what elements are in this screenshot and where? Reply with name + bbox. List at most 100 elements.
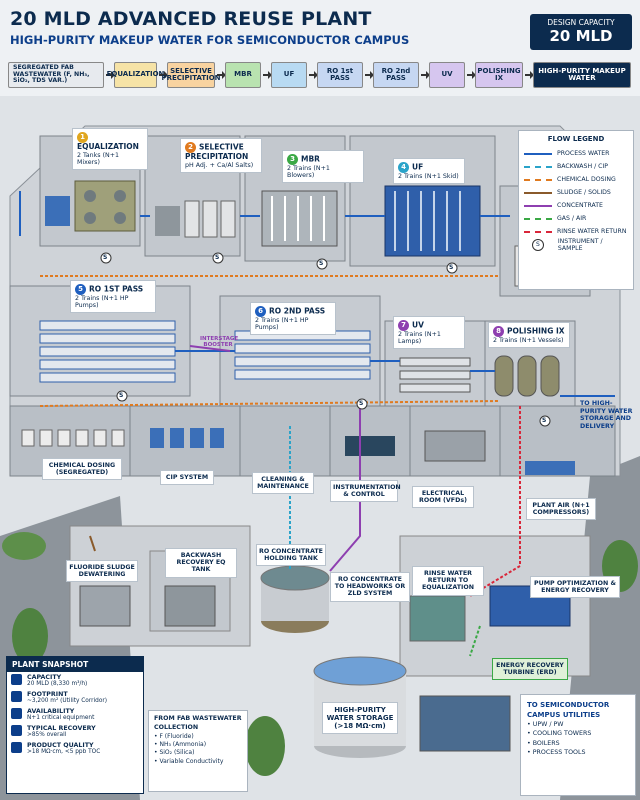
plant-air-label: PLANT AIR (N+1 COMPRESSORS) bbox=[526, 498, 596, 521]
recovery-icon bbox=[11, 724, 22, 736]
flow-legend: FLOW LEGEND PROCESS WATER BACKWASH / CIP… bbox=[518, 130, 634, 290]
unit-detail: 2 Trains (N+1 HP Pumps) bbox=[75, 295, 129, 310]
page-subtitle: HIGH-PURITY MAKEUP WATER FOR SEMICONDUCT… bbox=[10, 33, 410, 47]
unit-name: SELECTIVE PRECIPITATION bbox=[185, 142, 249, 161]
instrument-symbol: S bbox=[119, 392, 124, 399]
flow-stage-ro2: RO 2nd PASS bbox=[373, 62, 419, 88]
unit-detail: 2 Tanks (N+1 Mixers) bbox=[77, 151, 120, 166]
flow-stage-ro1: RO 1st PASS bbox=[317, 62, 363, 88]
interstage-booster-label: INTERSTAGE BOOSTER bbox=[200, 336, 239, 349]
unit-name: MBR bbox=[301, 154, 320, 164]
campus-utilities-panel: TO SEMICONDUCTOR CAMPUS UTILITIES • UPW … bbox=[520, 694, 636, 796]
snapshot-item: TYPICAL RECOVERY>85% overall bbox=[7, 723, 143, 740]
unit-number: 7 bbox=[398, 320, 409, 331]
capacity-icon bbox=[11, 674, 22, 685]
erd-label: ENERGY RECOVERY TURBINE (ERD) bbox=[492, 658, 568, 681]
campus-item: • BOILERS bbox=[527, 739, 560, 747]
campus-item: • COOLING TOWERS bbox=[527, 730, 592, 738]
legend-item: GAS / AIR bbox=[524, 212, 628, 225]
instrument-symbol: S bbox=[215, 254, 220, 261]
availability-icon bbox=[11, 707, 22, 719]
unit-name: UF bbox=[412, 162, 424, 172]
campus-item: • PROCESS TOOLS bbox=[527, 748, 586, 756]
instrument-symbol: S bbox=[359, 400, 364, 407]
flow-stage-uv: UV bbox=[429, 62, 465, 88]
quality-icon bbox=[11, 741, 22, 753]
instrument-symbol: S bbox=[103, 254, 108, 261]
fab-water-title: FROM FAB WASTEWATER COLLECTION bbox=[154, 715, 242, 731]
flow-arrow bbox=[467, 71, 476, 79]
campus-title: TO SEMICONDUCTOR CAMPUS UTILITIES bbox=[527, 701, 610, 720]
ro-concentrate-tank-label: RO CONCENTRATE HOLDING TANK bbox=[256, 544, 326, 567]
unit-number: 6 bbox=[255, 306, 266, 317]
unit-number: 3 bbox=[287, 154, 298, 165]
fab-water-item: • Variable Conductivity bbox=[154, 757, 224, 765]
unit-detail: 2 Trains (N+1 Skid) bbox=[398, 173, 459, 180]
ro-concentrate-headworks-label: RO CONCENTRATE TO HEADWORKS OR ZLD SYSTE… bbox=[330, 572, 410, 602]
unit-number: 8 bbox=[493, 326, 504, 337]
flow-arrow bbox=[309, 71, 318, 79]
unit-name: RO 2ND PASS bbox=[269, 306, 326, 316]
instrument-symbol: S bbox=[542, 417, 547, 424]
flow-source: SEGREGATED FAB WASTEWATER (F, NH₃, SiO₂,… bbox=[8, 62, 104, 88]
pump-optimization-label: PUMP OPTIMIZATION & ENERGY RECOVERY bbox=[530, 576, 620, 599]
flow-arrow bbox=[263, 71, 272, 79]
unit-number: 1 bbox=[77, 132, 88, 143]
flow-product: HIGH-PURITY MAKEUP WATER bbox=[533, 62, 631, 88]
unit-detail: 2 Trains (N+1 Vessels) bbox=[493, 337, 564, 344]
legend-item: SLUDGE / SOLIDS bbox=[524, 186, 628, 199]
electrical-room-label: ELECTRICAL ROOM (VFDs) bbox=[412, 486, 474, 509]
campus-item: • UPW / PW bbox=[527, 721, 564, 729]
design-capacity-badge: DESIGN CAPACITY 20 MLD bbox=[530, 14, 632, 50]
cleaning-maintenance-label: CLEANING & MAINTENANCE bbox=[252, 472, 314, 495]
unit-name: EQUALIZATION bbox=[77, 142, 139, 151]
unit-name: RO 1ST PASS bbox=[89, 284, 144, 294]
instrument-symbol: S bbox=[449, 264, 454, 271]
footprint-icon bbox=[11, 690, 22, 702]
unit-detail: 2 Trains (N+1 Lamps) bbox=[398, 331, 441, 346]
unit-number: 5 bbox=[75, 284, 86, 295]
flow-arrow bbox=[525, 71, 534, 79]
snapshot-title: PLANT SNAPSHOT bbox=[7, 657, 143, 672]
flow-stage-ix: POLISHING IX bbox=[475, 62, 523, 88]
unit-detail: 2 Trains (N+1 HP Pumps) bbox=[255, 317, 309, 332]
flow-arrow bbox=[159, 71, 168, 79]
flow-arrow bbox=[365, 71, 374, 79]
unit-detail: pH Adj. + Ca/Al Salts) bbox=[185, 161, 254, 169]
flow-stage-equalization: EQUALIZATION bbox=[107, 62, 164, 88]
unit-name: POLISHING IX bbox=[507, 326, 565, 336]
legend-item: BACKWASH / CIP bbox=[524, 160, 628, 173]
flow-stage-precipitation: SELECTIVE PRECIPITATION bbox=[161, 62, 221, 88]
fluoride-sludge-label: FLUORIDE SLUDGE DEWATERING bbox=[66, 560, 138, 583]
snapshot-item: PRODUCT QUALITY>18 MΩ·cm, <5 ppb TOC bbox=[7, 740, 143, 757]
unit-detail: 2 Trains (N+1 Blowers) bbox=[287, 165, 330, 180]
snapshot-item: FOOTPRINT~3,200 m² (Utility Corridor) bbox=[7, 689, 143, 706]
legend-item: RINSE WATER RETURN bbox=[524, 225, 628, 238]
flow-stage-mbr: MBR bbox=[225, 62, 261, 88]
legend-title: FLOW LEGEND bbox=[547, 135, 605, 143]
unit-name: UV bbox=[412, 320, 424, 330]
page-title: 20 MLD ADVANCED REUSE PLANT bbox=[10, 8, 372, 30]
unit-label-equalization: 1EQUALIZATION 2 Tanks (N+1 Mixers) bbox=[72, 128, 148, 171]
flow-arrow bbox=[217, 71, 226, 79]
unit-number: 2 bbox=[185, 142, 196, 153]
cip-system-label: CIP SYSTEM bbox=[160, 470, 214, 486]
unit-number: 4 bbox=[398, 162, 409, 173]
fab-water-item: • SiO₂ (Silica) bbox=[154, 749, 195, 757]
flow-arrow bbox=[106, 71, 115, 79]
fab-water-item: • F (Fluoride) bbox=[154, 732, 194, 740]
high-purity-out-label: TO HIGH-PURITY WATER STORAGE AND DELIVER… bbox=[580, 400, 633, 430]
instrument-symbol: S bbox=[319, 260, 324, 267]
flow-stage-uf: UF bbox=[271, 62, 307, 88]
fab-wastewater-panel: FROM FAB WASTEWATER COLLECTION • F (Fluo… bbox=[148, 710, 248, 792]
legend-item: CHEMICAL DOSING bbox=[524, 173, 628, 186]
fab-water-item: • NH₃ (Ammonia) bbox=[154, 741, 207, 749]
